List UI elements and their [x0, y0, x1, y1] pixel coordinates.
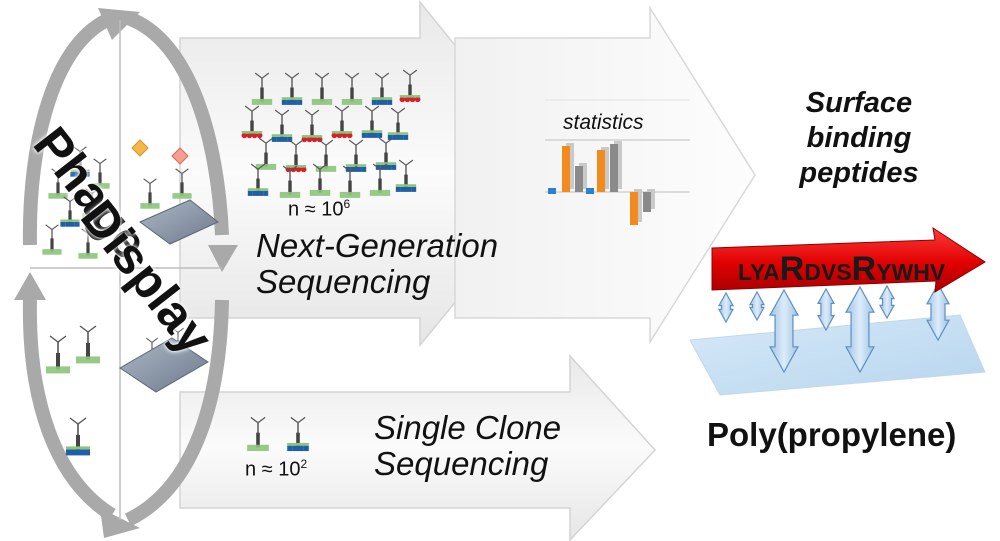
binding-arrow [925, 282, 951, 342]
quadrant-dividers [30, 20, 222, 520]
peptide-seq-part-2: R [779, 250, 805, 288]
library-phage [48, 168, 68, 199]
peptide-seq-part-1: LYA [738, 259, 780, 285]
ngs-phage [281, 72, 303, 105]
ngs-phage [315, 139, 337, 172]
phage-library-cluster [42, 139, 192, 259]
result-title: Surface binding peptides [779, 86, 939, 191]
single-clone-pathway-arrow [179, 354, 657, 541]
stat-bar [562, 146, 570, 192]
cycle-arrowheads [14, 8, 238, 538]
ngs-phage [341, 72, 363, 105]
ngs-phage [399, 69, 421, 103]
single-phage-green [247, 416, 269, 452]
library-phage [60, 196, 80, 227]
ngs-title-line1: Next-Generation [256, 227, 499, 264]
ngs-phage [387, 107, 409, 140]
library-phage [70, 146, 90, 177]
target-marker-pink [171, 147, 189, 165]
single-phage-blue [287, 416, 309, 452]
ngs-phage [301, 109, 323, 143]
ngs-phage [271, 109, 293, 142]
binding-arrow [717, 291, 735, 324]
peptide-seq-part-4: R [851, 250, 877, 288]
target-marker-orange [131, 139, 149, 157]
selection-cycle-ring [22, 11, 229, 527]
binding-surface-small [119, 199, 219, 393]
statistics-bars [548, 141, 655, 225]
ngs-phage [331, 105, 353, 139]
stat-bar [643, 192, 651, 212]
ngs-phage [251, 72, 273, 105]
ngs-phage [371, 72, 393, 105]
bound-phage [140, 178, 160, 209]
ngs-count-label: n ≈ 106 [288, 198, 350, 220]
single-title-line2: Sequencing [374, 445, 549, 482]
peptide-red-arrow [711, 226, 986, 293]
ngs-phage [369, 163, 391, 196]
binding-arrow [878, 284, 896, 320]
library-phage [78, 228, 98, 259]
ngs-phage [241, 105, 263, 139]
ngs-phage [309, 163, 331, 196]
statistics-label: statistics [563, 111, 644, 134]
ngs-phage [339, 165, 361, 198]
stat-bar [597, 150, 605, 192]
ngs-title: Next-Generation Sequencing [256, 228, 498, 300]
stat-bar [610, 144, 618, 192]
binding-arrow [844, 285, 876, 374]
peptide-seq-part-3: DVS [804, 259, 852, 285]
ngs-phage [395, 159, 417, 192]
surface-label: Poly(propylene) [707, 416, 957, 453]
ngs-count-exponent: 6 [343, 197, 351, 211]
selected-phage [76, 325, 100, 364]
ngs-count-prefix: n ≈ 10 [288, 198, 344, 221]
selected-phage [66, 417, 90, 456]
library-phage [42, 224, 62, 255]
single-clone-title: Single Clone Sequencing [374, 410, 561, 482]
single-count-exponent: 2 [300, 457, 308, 471]
binding-arrow [748, 290, 766, 322]
polypropylene-surface [689, 314, 986, 396]
binding-arrow [816, 287, 836, 332]
ngs-phage [279, 165, 301, 198]
stat-bar-small [586, 188, 594, 194]
binding-interaction-arrows [717, 282, 951, 374]
selected-phage [46, 335, 70, 374]
result-title-line1: Surface [805, 87, 913, 119]
ngs-phage [361, 105, 383, 138]
single-title-line1: Single Clone [374, 409, 562, 446]
stat-bar [575, 166, 583, 192]
stat-bar-small [548, 188, 556, 194]
result-title-line3: peptides [799, 157, 919, 189]
stat-bar [630, 192, 638, 225]
ngs-phage [311, 72, 333, 105]
binding-arrow [768, 288, 800, 374]
library-phage [90, 158, 110, 189]
result-title-line2: binding [806, 122, 912, 154]
ngs-phage [247, 163, 269, 196]
bound-phage [172, 168, 192, 199]
single-count-prefix: n ≈ 10 [245, 458, 301, 481]
peptide-seq-part-5: YWHV [876, 259, 946, 285]
ngs-title-line2: Sequencing [256, 263, 431, 300]
single-count-label: n ≈ 102 [245, 458, 307, 480]
library-phage [82, 188, 102, 219]
single-clone-phages [247, 416, 309, 452]
ngs-phage [255, 137, 277, 170]
ngs-phage-library [241, 69, 421, 198]
